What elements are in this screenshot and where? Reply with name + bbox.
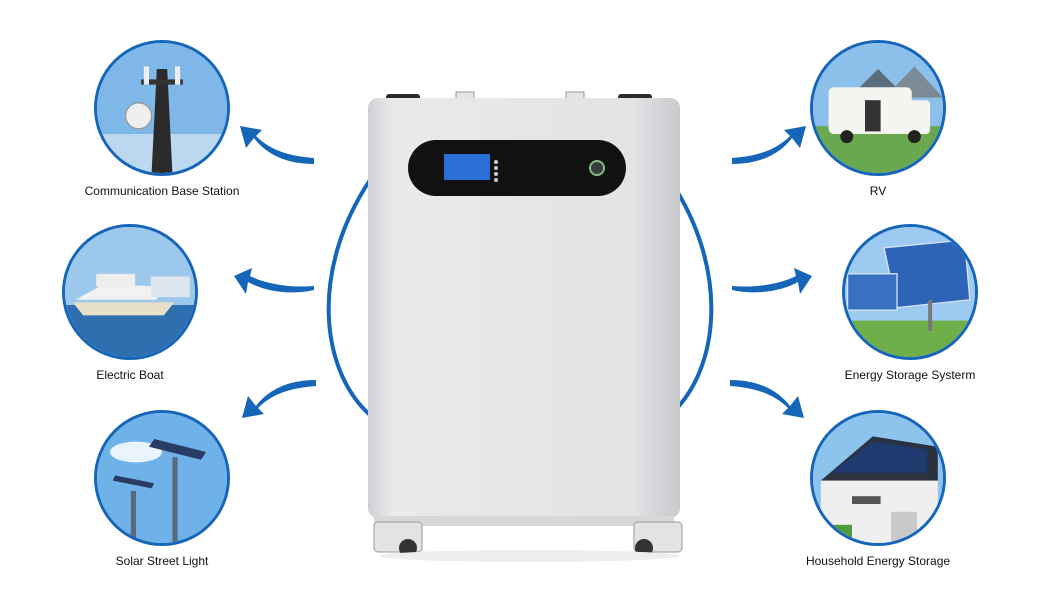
arrow-icon bbox=[732, 126, 806, 164]
connection-ring bbox=[326, 178, 714, 417]
street-light-icon bbox=[94, 410, 230, 546]
application-communication-base-station: Communication Base Station bbox=[85, 40, 239, 198]
application-label: Communication Base Station bbox=[84, 184, 240, 198]
battery-cabinet bbox=[368, 91, 683, 562]
cell-tower-icon bbox=[94, 40, 230, 176]
application-energy-storage-system: Energy Storage Systerm bbox=[840, 224, 980, 382]
arrow-icon bbox=[242, 380, 316, 418]
application-label: Energy Storage Systerm bbox=[844, 368, 976, 382]
application-label: Household Energy Storage bbox=[805, 554, 951, 568]
application-rv: RV bbox=[808, 40, 948, 198]
house-icon bbox=[810, 410, 946, 546]
boat-icon bbox=[62, 224, 198, 360]
application-electric-boat: Electric Boat bbox=[60, 224, 200, 382]
arrow-icon bbox=[240, 126, 314, 164]
solar-panel-icon bbox=[842, 224, 978, 360]
application-label: RV bbox=[869, 184, 887, 198]
application-household-energy-storage: Household Energy Storage bbox=[806, 410, 950, 568]
application-label: Solar Street Light bbox=[115, 554, 209, 568]
application-label: Electric Boat bbox=[96, 368, 164, 382]
arrow-icon bbox=[732, 268, 812, 294]
arrow-icon bbox=[234, 268, 314, 294]
rv-icon bbox=[810, 40, 946, 176]
arrow-icon bbox=[730, 380, 804, 418]
application-solar-street-light: Solar Street Light bbox=[92, 410, 232, 568]
